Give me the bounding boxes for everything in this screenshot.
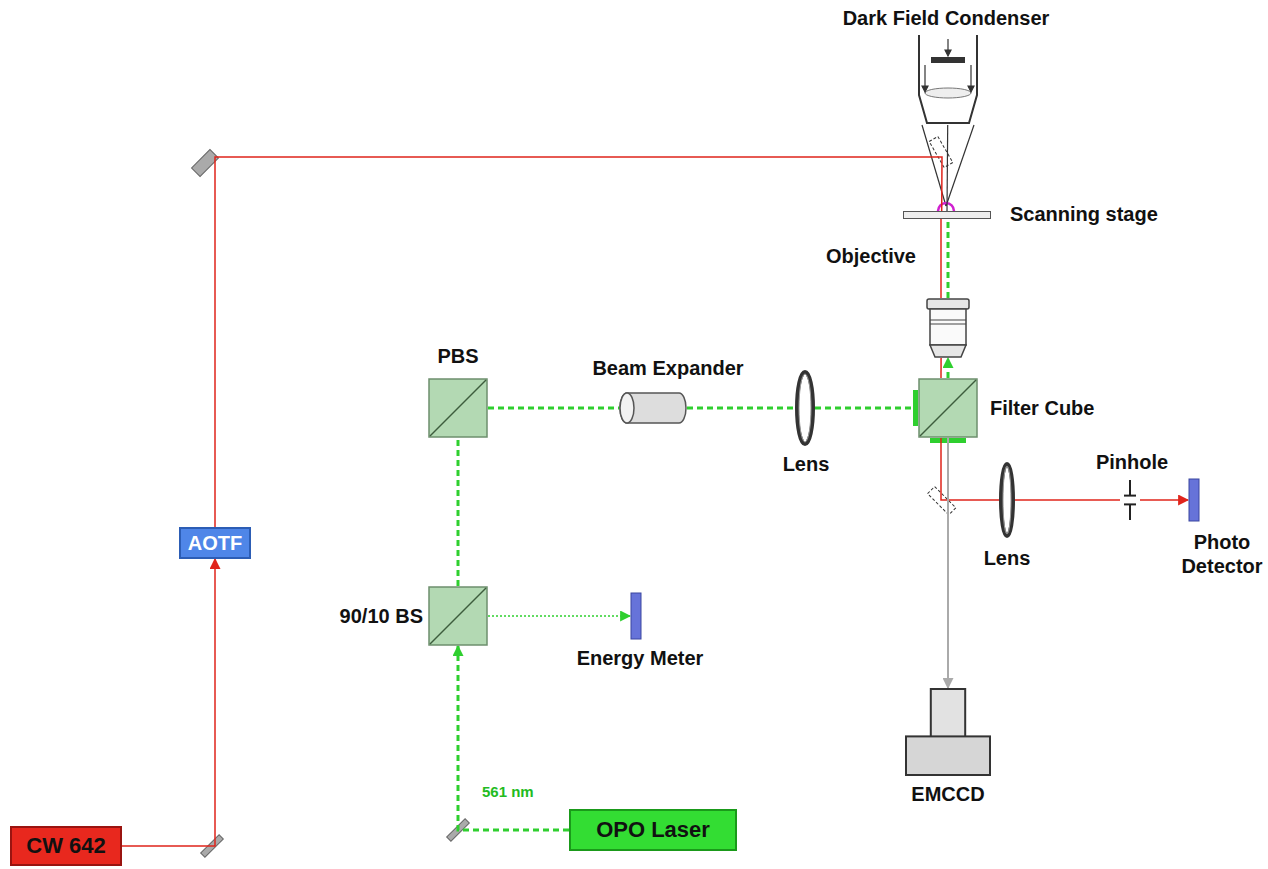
beam-path: [687, 407, 795, 410]
beam-path: [488, 615, 630, 616]
beam-path: [458, 646, 569, 830]
beam-path: [947, 438, 949, 688]
scanning-stage-shape: [903, 211, 991, 219]
component-label: Pinhole: [1096, 450, 1168, 474]
beam-path: [941, 438, 999, 500]
objective: Objective: [925, 298, 971, 358]
component-label: PBS: [437, 344, 478, 368]
component-label: 90/10 BS: [340, 604, 423, 628]
lens-shape: [795, 370, 815, 446]
beam-path: [488, 407, 619, 410]
beam-expander: Beam Expander: [619, 392, 687, 424]
photo-detector-shape: [1188, 478, 1200, 522]
beam-expander-shape: [619, 392, 687, 424]
photo-detector: Photo Detector: [1188, 478, 1200, 522]
beam-splitter-shape: [428, 378, 488, 438]
beam-path: [1140, 499, 1188, 501]
component-label: Photo Detector: [1176, 530, 1268, 578]
lens: Lens: [795, 370, 815, 446]
probe-beam: [940, 219, 942, 298]
dark-field-condenser-shape: [917, 35, 979, 125]
excitation-beam: [947, 219, 950, 298]
wavelength-label: 561 nm: [482, 783, 534, 800]
objective-shape: [925, 298, 971, 358]
beam-path: [122, 559, 215, 846]
component-label: Beam Expander: [592, 356, 743, 380]
light-cone: [946, 125, 974, 206]
beam-splitter: 90/10 BS: [428, 586, 488, 646]
beam-path: [815, 407, 918, 410]
emccd-camera: EMCCD: [905, 688, 991, 776]
beam-splitter: PBS: [428, 378, 488, 438]
component-label: Scanning stage: [1010, 202, 1158, 226]
component-label: Energy Meter: [577, 646, 704, 670]
emccd-camera-shape: [905, 688, 991, 776]
lens-shape: [999, 462, 1015, 538]
component-label: Filter Cube: [990, 396, 1094, 420]
beam-path: [940, 358, 942, 378]
component-label: Lens: [984, 546, 1031, 570]
pinhole: Pinhole: [1120, 478, 1140, 522]
sample: [938, 203, 954, 211]
beam-splitter-shape: [428, 586, 488, 646]
node-text: AOTF: [188, 532, 242, 555]
energy-meter: Energy Meter: [630, 592, 642, 640]
filter-cube-shape: [918, 378, 978, 438]
laser-source: CW 642: [10, 826, 122, 866]
beam-path: [947, 358, 950, 378]
scanning-stage: Scanning stage: [903, 211, 991, 219]
aotf-box: AOTF: [179, 527, 251, 559]
dark-field-condenser: Dark Field Condenser: [917, 35, 979, 125]
pinhole-shape: [1120, 478, 1140, 522]
lens: Lens: [999, 462, 1015, 538]
node-text: CW 642: [26, 833, 105, 859]
beam-path: [946, 125, 948, 211]
component-label: Dark Field Condenser: [843, 6, 1050, 30]
energy-meter-shape: [630, 592, 642, 640]
node-text: OPO Laser: [596, 817, 710, 843]
beam-path: [457, 438, 460, 586]
component-label: EMCCD: [911, 782, 984, 806]
laser-source: OPO Laser: [569, 809, 737, 851]
beam-path: [215, 157, 942, 527]
beam-path: [1015, 499, 1120, 501]
component-label: Lens: [783, 452, 830, 476]
component-label: Objective: [826, 244, 916, 268]
filter-cube: Filter Cube: [918, 378, 978, 438]
